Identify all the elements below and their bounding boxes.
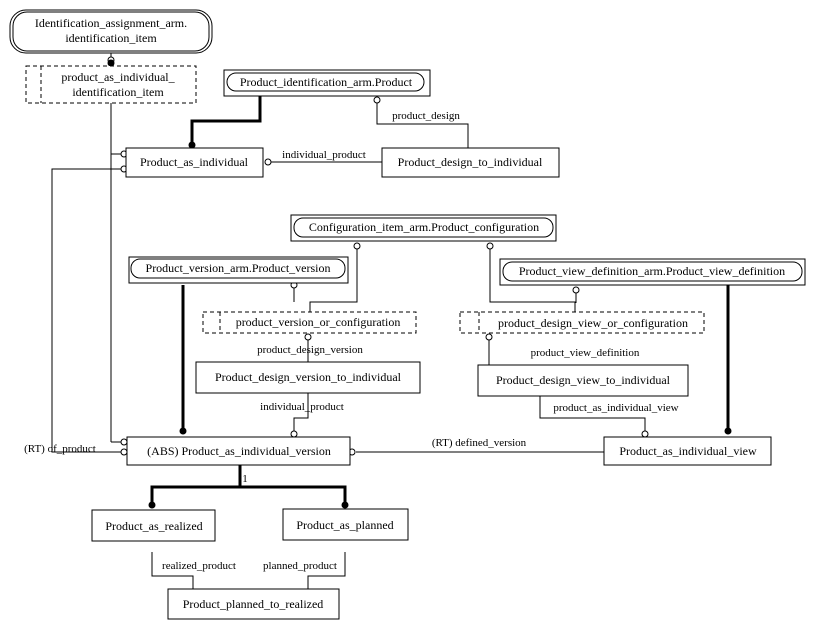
label-realized-product: realized_product: [162, 560, 236, 572]
entity-label: product_as_individual_: [61, 70, 175, 84]
open-circle-marker: [120, 448, 128, 456]
filled-circle-marker: [179, 427, 187, 435]
label-planned-product: planned_product: [263, 560, 337, 572]
entity-label: Product_identification_arm.Product: [240, 75, 413, 89]
entity-product-planned-to-realized[interactable]: Product_planned_to_realized: [167, 588, 340, 620]
open-circle-marker: [485, 333, 493, 341]
entity-identification-item[interactable]: Identification_assignment_arm. identific…: [9, 9, 213, 54]
entity-label: Product_as_individual_view: [619, 444, 757, 458]
entity-label: Product_design_version_to_individual: [215, 370, 402, 384]
open-circle-marker: [290, 430, 298, 438]
connectors: [51, 53, 730, 589]
entity-product-as-individual[interactable]: Product_as_individual: [125, 147, 264, 178]
entity-label: Product_as_planned: [296, 518, 393, 532]
line-subtype-realized: [150, 465, 242, 505]
filled-circle-marker: [188, 141, 196, 149]
relationship-labels: product_design individual_product produc…: [24, 110, 679, 572]
line-pconf-pvoc: [309, 248, 358, 312]
entity-label: (ABS) Product_as_individual_version: [147, 444, 331, 458]
open-circle-marker: [373, 96, 381, 104]
filled-circle-marker: [724, 427, 732, 435]
entity-product-design-to-individual[interactable]: Product_design_to_individual: [381, 147, 560, 178]
label-individual-product: individual_product: [260, 401, 344, 413]
select-product-version-or-configuration[interactable]: product_version_or_configuration: [202, 311, 417, 334]
line-product-design: [376, 103, 469, 150]
entity-product-as-individual-version[interactable]: (ABS) Product_as_individual_version: [126, 436, 351, 466]
entity-label: Identification_assignment_arm.: [35, 16, 187, 30]
entity-product-version[interactable]: Product_version_arm.Product_version: [128, 256, 349, 284]
entity-label: Product_design_to_individual: [398, 155, 543, 169]
label-product-as-individual-view: product_as_individual_view: [553, 402, 678, 414]
open-circle-marker: [486, 242, 494, 250]
entity-label: Product_as_individual: [140, 155, 249, 169]
line-of-product: [51, 168, 121, 453]
line-realized-product: [151, 552, 194, 589]
label-product-design: product_design: [392, 110, 460, 122]
open-circle-marker: [353, 242, 361, 250]
entity-product-as-planned[interactable]: Product_as_planned: [282, 508, 409, 541]
entity-label: identification_item: [65, 31, 157, 45]
entity-label: Configuration_item_arm.Product_configura…: [309, 220, 539, 234]
label-defined-version: (RT) defined_version: [432, 437, 527, 449]
entity-label: Product_view_definition_arm.Product_view…: [519, 264, 785, 278]
label-product-view-definition: product_view_definition: [531, 347, 640, 359]
filled-circle-marker: [107, 59, 115, 67]
entity-pi-product[interactable]: Product_identification_arm.Product: [223, 69, 431, 97]
line-individual-product-2: [293, 393, 309, 432]
label-one-of: 1: [242, 473, 248, 485]
select-product-design-view-or-configuration[interactable]: product_design_view_or_configuration: [459, 311, 705, 334]
entity-label: identification_item: [72, 85, 164, 99]
entity-label: Product_design_view_to_individual: [496, 373, 671, 387]
entity-product-view-definition[interactable]: Product_view_definition_arm.Product_view…: [499, 258, 806, 286]
open-circle-marker: [572, 286, 580, 294]
entity-label: Product_version_arm.Product_version: [146, 261, 331, 275]
entity-label: Product_as_realized: [105, 519, 202, 533]
entity-label: Product_planned_to_realized: [183, 597, 324, 611]
open-circle-marker: [264, 158, 272, 166]
entity-product-configuration[interactable]: Configuration_item_arm.Product_configura…: [290, 214, 557, 242]
line-subtype-planned: [240, 485, 347, 505]
entity-product-design-version-to-individual[interactable]: Product_design_version_to_individual: [195, 361, 421, 394]
select-pai-identification-item[interactable]: product_as_individual_ identification_it…: [25, 65, 197, 104]
filled-circle-marker: [341, 501, 349, 509]
entity-product-as-realized[interactable]: Product_as_realized: [91, 509, 216, 542]
line-product-to-pai: [190, 93, 262, 144]
entity-product-as-individual-view[interactable]: Product_as_individual_view: [603, 436, 772, 466]
open-circle-marker: [304, 333, 312, 341]
label-product-design-version: product_design_version: [257, 344, 363, 356]
entity-label: product_version_or_configuration: [236, 315, 401, 329]
label-individual-product: individual_product: [282, 149, 366, 161]
label-of-product: (RT) of_product: [24, 443, 96, 455]
line-pconf-pdvoc: [489, 248, 576, 312]
filled-circle-marker: [148, 501, 156, 509]
entity-product-design-view-to-individual[interactable]: Product_design_view_to_individual: [477, 364, 689, 397]
open-circle-marker: [641, 430, 649, 438]
entity-label: product_design_view_or_configuration: [498, 316, 688, 330]
line-product-as-individual-view: [539, 396, 646, 432]
line-planned-product: [307, 552, 346, 589]
entities: Identification_assignment_arm. identific…: [9, 9, 806, 620]
open-circle-marker: [120, 438, 128, 446]
